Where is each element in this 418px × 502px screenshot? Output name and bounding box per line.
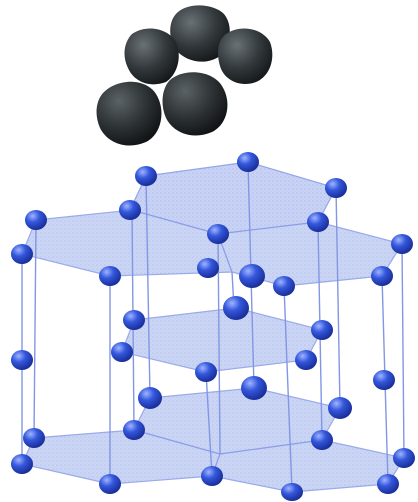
atom xyxy=(119,200,141,220)
atom xyxy=(328,397,352,419)
atom xyxy=(11,454,33,474)
atom xyxy=(99,474,121,494)
atom xyxy=(311,320,333,340)
atom xyxy=(239,264,265,288)
graphite-lump-left xyxy=(125,28,179,84)
graphite-lumps xyxy=(97,5,273,145)
atom xyxy=(11,244,33,264)
atom xyxy=(391,234,413,254)
atom xyxy=(138,387,162,409)
atom xyxy=(241,376,267,400)
atom xyxy=(195,362,217,382)
atom xyxy=(197,258,219,278)
atom xyxy=(123,310,145,330)
atom xyxy=(307,212,329,232)
atom xyxy=(371,266,393,286)
atom xyxy=(223,296,249,320)
atom xyxy=(281,483,303,501)
graphite-lump-bottom-left xyxy=(97,82,162,146)
atom xyxy=(23,428,45,448)
atom xyxy=(311,430,333,450)
atom xyxy=(201,466,223,486)
atom xyxy=(135,166,157,186)
atom xyxy=(11,350,33,370)
atom xyxy=(325,178,347,198)
lattice-layers xyxy=(22,162,404,492)
atom xyxy=(273,276,295,296)
graphite-lump-right xyxy=(218,28,272,84)
atom xyxy=(393,448,415,468)
atom xyxy=(99,266,121,286)
atom xyxy=(295,350,317,370)
atom xyxy=(377,474,399,494)
graphite-lump-bottom-right xyxy=(163,72,228,135)
atom xyxy=(237,152,259,172)
atom xyxy=(123,420,145,440)
layer-middle xyxy=(122,308,322,372)
atom xyxy=(207,224,229,244)
atom xyxy=(111,342,133,362)
atom xyxy=(25,210,47,230)
atom xyxy=(373,370,395,390)
